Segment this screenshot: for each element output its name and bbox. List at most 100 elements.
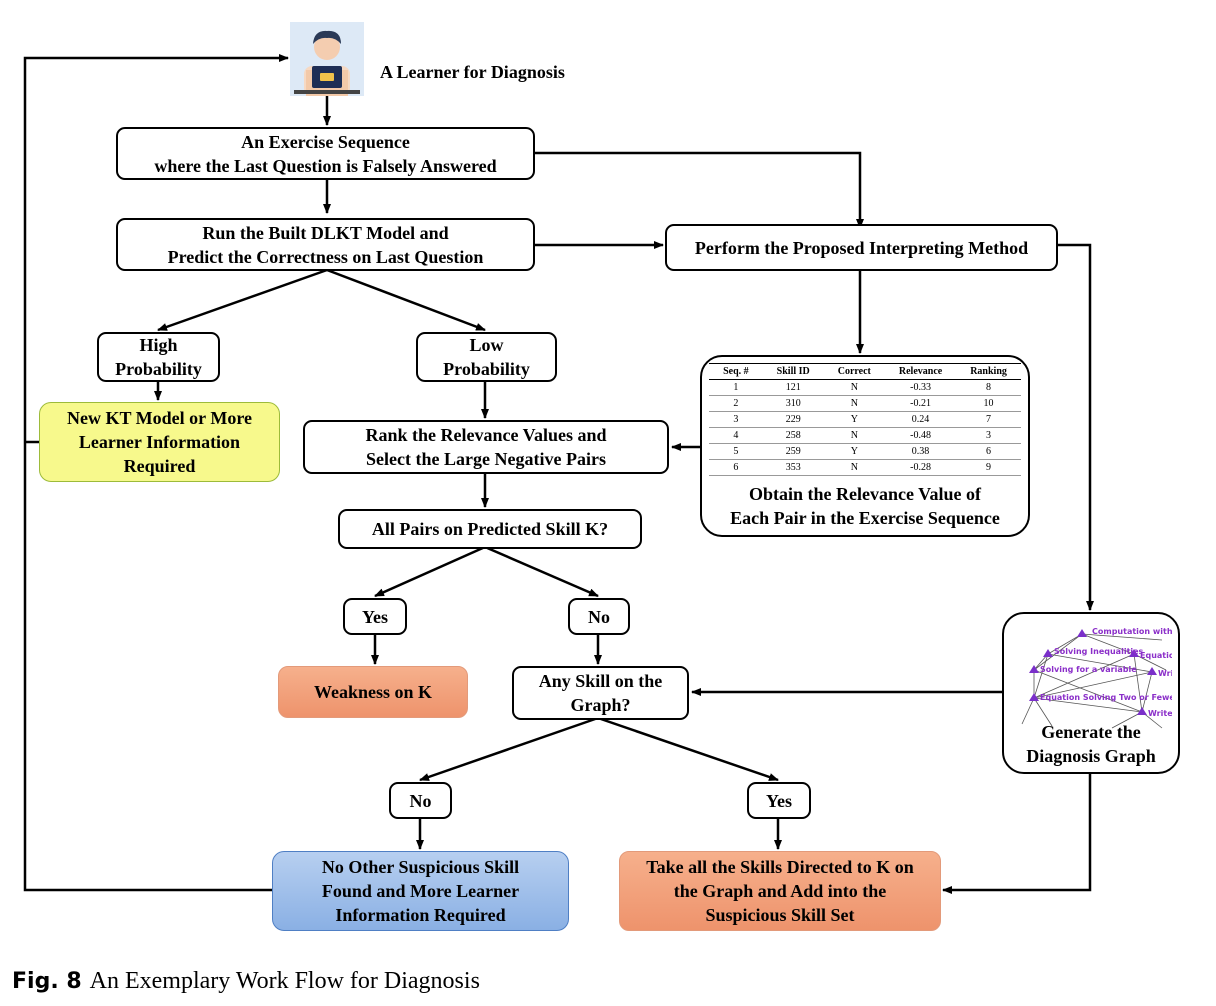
take-all-skills-box: Take all the Skills Directed to K on the… [619, 851, 941, 931]
table-cell: 9 [956, 459, 1021, 476]
diagnosis-graph-icon: Computation with Real Numb Solving Inequ… [1021, 627, 1172, 729]
arrow-interpret-to-graph [1058, 243, 1094, 611]
exercise-sequence-box: An Exercise Sequence where the Last Ques… [116, 127, 535, 180]
yes-box-2: Yes [747, 782, 811, 819]
exercise-sequence-line-2: where the Last Question is Falsely Answe… [154, 155, 497, 176]
table-cell: 3 [709, 411, 763, 428]
arrow-model-to-high [157, 268, 328, 332]
table-cell: 5 [709, 443, 763, 460]
table-cell: 2 [709, 395, 763, 412]
relevance-table: Seq. # Skill ID Correct Relevance Rankin… [709, 363, 1021, 476]
relevance-header: Seq. # [709, 363, 763, 380]
table-row: 5 259 Y 0.38 6 [709, 443, 1021, 460]
relevance-header: Skill ID [762, 363, 824, 380]
generate-graph-line-2: Diagnosis Graph [1026, 746, 1156, 766]
table-cell: N [823, 395, 885, 412]
figure-caption-text: An Exemplary Work Flow for Diagnosis [89, 968, 480, 994]
table-cell: 10 [956, 395, 1021, 412]
all-pairs-box: All Pairs on Predicted Skill K? [338, 509, 642, 549]
run-model-box: Run the Built DLKT Model and Predict the… [116, 218, 535, 271]
table-row: 6 353 N -0.28 9 [709, 459, 1021, 476]
arrow-model-to-low [326, 268, 486, 332]
take-all-line-1: Take all the Skills Directed to K on [646, 857, 914, 877]
relevance-line-2: Each Pair in the Exercise Sequence [730, 508, 1000, 528]
new-model-line-2: Learner Information [78, 432, 241, 452]
table-cell: -0.28 [884, 459, 957, 476]
table-cell: 6 [956, 443, 1021, 460]
low-probability-line-2: Probability [443, 359, 530, 379]
no-other-line-2: Found and More Learner [321, 881, 520, 901]
figure-caption: Fig. 8 An Exemplary Work Flow for Diagnos… [12, 968, 480, 995]
figure-number: Fig. 8 [12, 969, 82, 994]
take-all-line-3: Suspicious Skill Set [705, 905, 855, 925]
run-model-line-2: Predict the Correctness on Last Question [167, 246, 484, 267]
arrow-feedback-loop [23, 54, 289, 892]
high-probability-box: High Probability [97, 332, 220, 382]
no-label-2: No [409, 790, 432, 811]
exercise-sequence-line-1: An Exercise Sequence [241, 131, 410, 152]
generate-graph-box: Computation with Real Numb Solving Inequ… [1002, 612, 1180, 774]
arrow-sequence-to-interpret [535, 151, 864, 229]
learner-label: A Learner for Diagnosis [380, 62, 565, 82]
no-other-line-1: No Other Suspicious Skill [321, 857, 520, 877]
table-cell: 7 [956, 411, 1021, 428]
graph-node-label: Equation Solving Two or Fewer Steps [1040, 693, 1172, 702]
rank-line-1: Rank the Relevance Values and [365, 425, 607, 445]
table-cell: 0.38 [884, 443, 957, 460]
graph-node-label: Equation Solv [1140, 651, 1172, 660]
yes-box-1: Yes [343, 598, 407, 635]
weakness-line-1: Weakness on K [313, 682, 433, 702]
table-cell: 8 [956, 379, 1021, 396]
arrow-allpairs-to-yes [374, 545, 486, 598]
no-other-skill-box: No Other Suspicious Skill Found and More… [272, 851, 569, 931]
table-cell: N [823, 427, 885, 444]
new-model-line-3: Required [123, 456, 196, 476]
table-cell: 121 [762, 379, 824, 396]
yes-label-1: Yes [362, 606, 388, 627]
arrow-anyskill-to-yes [597, 716, 779, 782]
relevance-box: Seq. # Skill ID Correct Relevance Rankin… [700, 355, 1030, 537]
run-model-line-1: Run the Built DLKT Model and [202, 222, 449, 243]
graph-node-label: Solving for a variable [1040, 665, 1137, 674]
rank-line-2: Select the Large Negative Pairs [366, 449, 606, 469]
graph-node-label: Computation with Real Numb [1092, 627, 1172, 636]
yes-label-2: Yes [766, 790, 792, 811]
table-cell: N [823, 379, 885, 396]
table-cell: 310 [762, 395, 824, 412]
relevance-header: Ranking [956, 363, 1021, 380]
table-cell: 353 [762, 459, 824, 476]
table-row: 4 258 N -0.48 3 [709, 427, 1021, 444]
table-cell: 3 [956, 427, 1021, 444]
table-cell: 4 [709, 427, 763, 444]
graph-node-label: Write L [1158, 669, 1172, 678]
take-all-line-2: the Graph and Add into the [673, 881, 887, 901]
no-box-1: No [568, 598, 630, 635]
high-probability-line-1: High [139, 335, 178, 355]
arrow-anyskill-to-no [419, 716, 599, 782]
any-skill-line-2: Graph? [570, 695, 631, 715]
any-skill-line-1: Any Skill on the [538, 671, 663, 691]
table-row: 2 310 N -0.21 10 [709, 395, 1021, 412]
interpret-box: Perform the Proposed Interpreting Method [665, 224, 1058, 271]
table-row: 3 229 Y 0.24 7 [709, 411, 1021, 428]
relevance-header: Relevance [884, 363, 957, 380]
generate-graph-line-1: Generate the [1041, 722, 1141, 742]
graph-node-label: Solving Inequalities [1054, 647, 1144, 656]
graph-node-label: Write Lin [1148, 709, 1172, 718]
all-pairs-line-1: All Pairs on Predicted Skill K? [371, 519, 609, 539]
no-label-1: No [588, 606, 610, 627]
arrow-allpairs-to-no [484, 545, 599, 598]
table-cell: Y [823, 443, 885, 460]
arrow-graph-to-takeall [942, 773, 1092, 894]
no-other-line-3: Information Required [335, 905, 506, 925]
relevance-line-1: Obtain the Relevance Value of [749, 484, 981, 504]
new-model-box: New KT Model or More Learner Information… [39, 402, 280, 482]
no-box-2: No [389, 782, 452, 819]
table-cell: -0.33 [884, 379, 957, 396]
learner-avatar-icon [290, 22, 364, 96]
low-probability-box: Low Probability [416, 332, 557, 382]
new-model-line-1: New KT Model or More [67, 408, 252, 428]
table-cell: 229 [762, 411, 824, 428]
weakness-box: Weakness on K [278, 666, 468, 718]
